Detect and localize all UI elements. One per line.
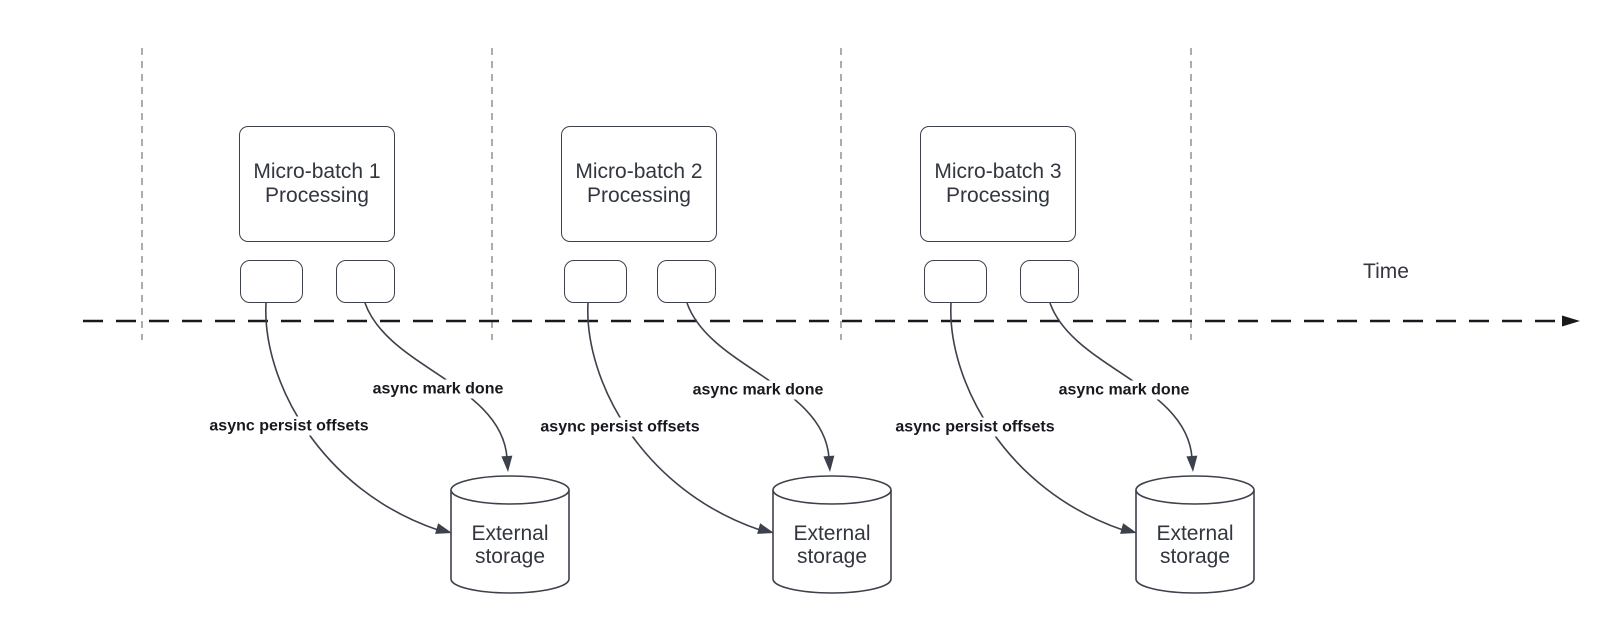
- mark-done-arrowhead: [501, 455, 513, 472]
- persist-offsets-arrow: [265, 302, 439, 531]
- microbatch-group-shapes-1: [265, 302, 570, 594]
- persist-offsets-arrowhead: [435, 523, 452, 534]
- storage-cylinder: [450, 475, 570, 594]
- mark-done-arrowhead: [1186, 455, 1198, 472]
- storage-cylinder: [1135, 475, 1255, 594]
- storage-cylinder: [772, 475, 892, 594]
- storage-cylinder-top: [1135, 475, 1255, 505]
- storage-cylinder-body: [772, 490, 892, 594]
- persist-offsets-arrow: [950, 302, 1124, 531]
- persist-offsets-arrowhead: [1120, 523, 1137, 534]
- microbatch-group-shapes-2: [587, 302, 892, 594]
- mark-done-arrow: [1049, 302, 1193, 459]
- time-axis-arrowhead: [1562, 315, 1580, 327]
- storage-cylinder-top: [450, 475, 570, 505]
- storage-cylinder-top: [772, 475, 892, 505]
- persist-offsets-arrowhead: [757, 523, 774, 534]
- persist-offsets-arrow: [587, 302, 761, 531]
- mark-done-arrow: [686, 302, 830, 459]
- storage-cylinder-body: [1135, 490, 1255, 594]
- microbatch-group-shapes-3: [950, 302, 1255, 594]
- mark-done-arrow: [364, 302, 508, 459]
- storage-cylinder-body: [450, 490, 570, 594]
- mark-done-arrowhead: [823, 455, 835, 472]
